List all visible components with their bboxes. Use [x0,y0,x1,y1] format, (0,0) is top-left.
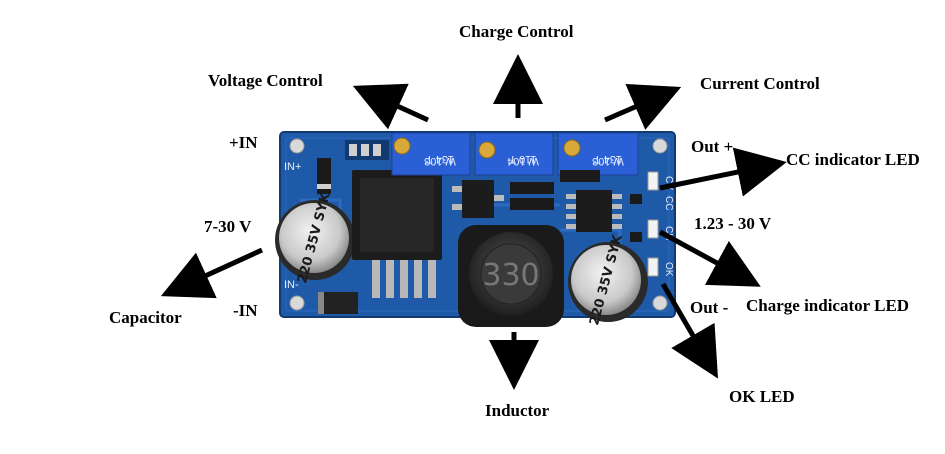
label-voltage-control: Voltage Control [208,71,323,90]
silk-cv: CV [663,176,674,190]
silk-cc: CC [663,196,674,210]
label-voltage-in: 7-30 V [204,217,252,236]
silk-ch: CH [663,226,674,240]
transistor [462,180,494,218]
charge-led [647,219,659,239]
label-minus-in: -IN [233,301,258,320]
header-pins [345,140,389,160]
annotation-arrows [160,54,787,390]
ok-led [647,257,659,277]
silk-ok: OK [663,262,674,277]
silk-in-plus: IN+ [284,161,301,173]
potentiometer-voltage: W 103 134 T [391,132,471,176]
label-cc-indicator-led: CC indicator LED [786,150,920,169]
pot2-code: W 104 [507,155,539,167]
label-voltage-out: 1.23 - 30 V [694,214,772,233]
potentiometer-charge: W 104 110 T [474,132,554,176]
label-plus-in: +IN [229,133,258,152]
arrow-voltage-control [352,83,430,130]
label-capacitor: Capacitor [109,308,182,327]
label-out-plus: Out + [691,137,734,156]
label-ok-led: OK LED [729,387,795,406]
silk-in-minus: IN- [284,279,299,291]
capacitor-right: 220 35V SYK [568,232,648,327]
label-charge-control: Charge Control [459,22,574,41]
arrow-capacitor [160,247,264,299]
pot1-sub: 134 T [426,153,454,165]
label-charge-indicator-led: Charge indicator LED [746,296,910,315]
potentiometer-current: W 103 134 T [557,132,639,176]
inductor-code: 330 [482,258,539,293]
arrow-cc-led [659,147,787,197]
label-inductor: Inductor [485,401,550,420]
label-current-control: Current Control [700,74,820,93]
smd-resistors [510,170,600,210]
pot1-code: W 103 [424,155,456,167]
capacitor-left: 220 35V SYK [275,190,355,285]
cc-led [647,171,659,191]
op-amp-ic [566,190,622,232]
arrow-ok-led [660,282,719,379]
pot3-sub: 134 T [594,153,622,165]
pot2-sub: 110 T [509,153,536,165]
pot3-code: W 103 [592,155,624,167]
schottky-diode [318,292,358,314]
inductor-component: 330 [458,225,564,327]
arrow-current-control [604,83,682,130]
label-out-minus: Out - [690,298,729,317]
arrow-charge-led [658,229,761,287]
regulator-ic [352,170,442,298]
